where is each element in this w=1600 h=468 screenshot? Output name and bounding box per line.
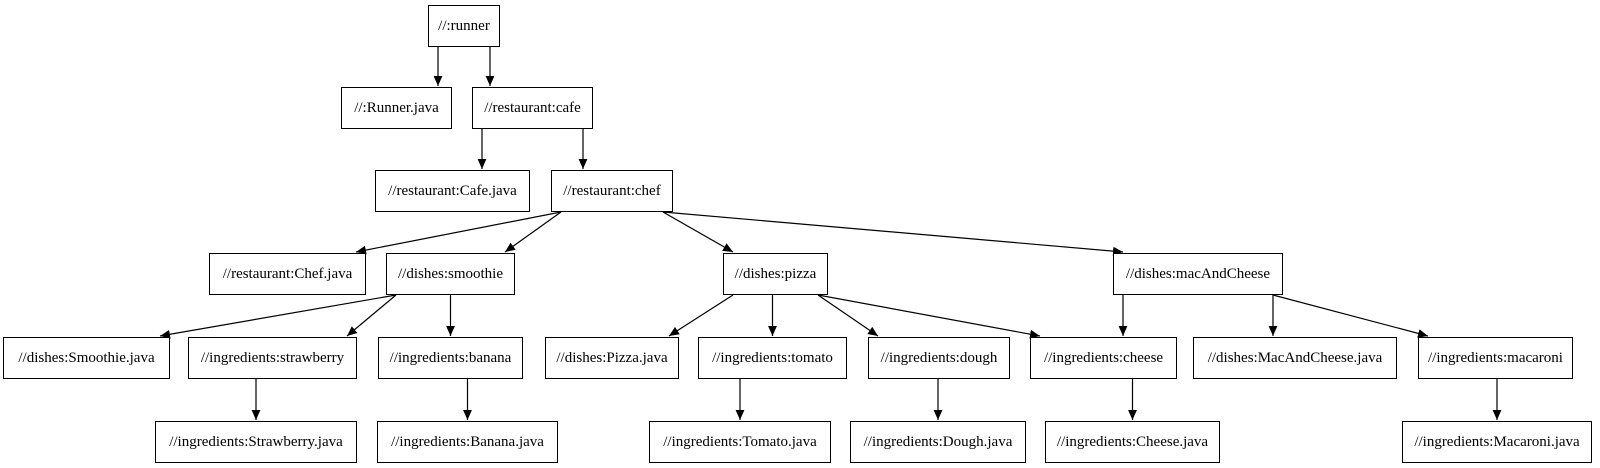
- graph-node-dough: //ingredients:dough: [868, 337, 1010, 379]
- graph-node-strawberry_java: //ingredients:Strawberry.java: [155, 421, 357, 463]
- graph-node-cheese: //ingredients:cheese: [1030, 337, 1177, 379]
- graph-edge-chef-to-smoothie: [504, 211, 562, 253]
- graph-node-tomato_java: //ingredients:Tomato.java: [649, 421, 831, 463]
- graph-node-runner_java: //:Runner.java: [341, 87, 452, 129]
- graph-edge-smoothie-to-strawberry: [346, 294, 397, 337]
- graph-node-dough_java: //ingredients:Dough.java: [850, 421, 1026, 463]
- graph-node-macandcheese: //dishes:macAndCheese: [1113, 253, 1283, 295]
- graph-node-tomato: //ingredients:tomato: [698, 337, 847, 379]
- graph-edge-chef-to-chef_java: [355, 211, 562, 255]
- graph-edge-chef-to-macandcheese: [662, 211, 1124, 256]
- graph-node-chef: //restaurant:chef: [551, 170, 673, 212]
- graph-node-runner: //:runner: [428, 5, 500, 47]
- graph-node-pizza: //dishes:pizza: [723, 253, 828, 295]
- graph-edge-pizza-to-cheese: [817, 294, 1041, 339]
- graph-node-strawberry: //ingredients:strawberry: [188, 337, 357, 379]
- graph-edge-macandcheese-to-macaroni: [1272, 294, 1429, 338]
- graph-node-macaroni_java: //ingredients:Macaroni.java: [1402, 421, 1592, 463]
- graph-edge-smoothie-to-smoothie_java: [159, 294, 397, 339]
- graph-node-macaroni: //ingredients:macaroni: [1418, 337, 1573, 379]
- graph-node-cheese_java: //ingredients:Cheese.java: [1045, 421, 1220, 463]
- graph-node-smoothie: //dishes:smoothie: [386, 253, 515, 295]
- graph-edge-pizza-to-dough: [817, 294, 879, 337]
- graph-node-banana_java: //ingredients:Banana.java: [377, 421, 558, 463]
- graph-node-cafe: //restaurant:cafe: [472, 87, 593, 129]
- graph-edge-pizza-to-pizza_java: [668, 294, 734, 337]
- graph-node-cafe_java: //restaurant:Cafe.java: [375, 170, 530, 212]
- graph-node-chef_java: //restaurant:Chef.java: [209, 253, 366, 295]
- graph-node-macandcheese_java: //dishes:MacAndCheese.java: [1193, 337, 1397, 379]
- graph-node-pizza_java: //dishes:Pizza.java: [545, 337, 679, 379]
- graph-node-smoothie_java: //dishes:Smoothie.java: [3, 337, 170, 379]
- graph-edge-chef-to-pizza: [662, 211, 734, 253]
- graph-node-banana: //ingredients:banana: [378, 337, 523, 379]
